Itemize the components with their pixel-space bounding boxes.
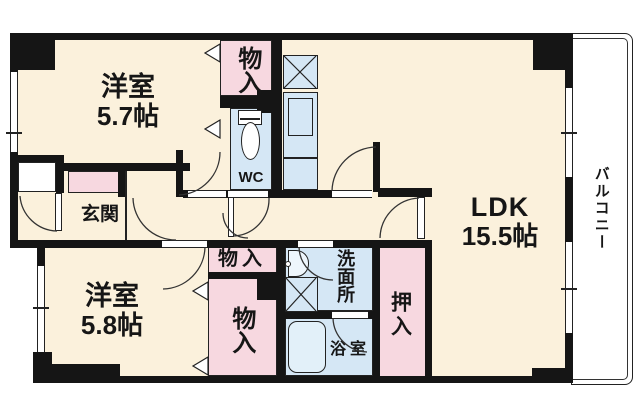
wall-closet-divider bbox=[208, 272, 277, 279]
closet-upper bbox=[220, 40, 272, 96]
wall-right-3 bbox=[565, 333, 573, 376]
room-label-yokushitsu: 浴室 bbox=[329, 341, 370, 358]
wall-porch-right bbox=[56, 155, 64, 193]
closet-label-tall: 物入 bbox=[227, 306, 255, 354]
yoshitsu2-name: 洋室 bbox=[85, 281, 139, 311]
washer-space bbox=[285, 277, 318, 312]
wall-top bbox=[10, 33, 573, 40]
door-stub-ldk bbox=[373, 142, 380, 192]
window-balcony-1 bbox=[565, 88, 573, 177]
toilet-bowl-icon bbox=[241, 122, 260, 160]
window-west-2 bbox=[37, 266, 45, 352]
door-opening-wc bbox=[228, 190, 268, 198]
door-opening-ldk-kitchen bbox=[332, 190, 372, 198]
toilet-tank-line bbox=[240, 118, 260, 120]
wall-corridor-s2 bbox=[333, 240, 432, 248]
outside-area bbox=[0, 247, 37, 392]
room-label-yoshitsu1: 洋室 5.7帖 bbox=[38, 72, 218, 131]
pillar-bottom-right bbox=[532, 368, 573, 383]
room-label-genkan: 玄関 bbox=[80, 204, 119, 225]
sink-faucet-icon bbox=[285, 261, 291, 267]
wall-left-1 bbox=[10, 40, 18, 72]
entrance-porch bbox=[18, 162, 56, 192]
door-opening-room57 bbox=[188, 190, 226, 198]
shoe-cabinet bbox=[68, 171, 122, 193]
room-label-wc: WC bbox=[238, 169, 264, 186]
wall-cabinet-right bbox=[118, 164, 126, 197]
wall-bottom bbox=[33, 376, 573, 383]
yoshitsu2-size: 5.8帖 bbox=[80, 310, 144, 341]
closet-label-upper: 物入 bbox=[233, 46, 261, 94]
wall-oshiire-west bbox=[373, 240, 380, 383]
fridge-space bbox=[283, 55, 318, 89]
wall-corridor-n2 bbox=[224, 190, 230, 198]
room-label-balcony: バルコニー bbox=[592, 166, 610, 251]
wall-room57-south bbox=[64, 163, 190, 171]
door-opening-room58 bbox=[162, 240, 207, 248]
closet-oshiire bbox=[378, 245, 427, 377]
entrance-step-line bbox=[125, 171, 127, 240]
wall-left-3 bbox=[37, 240, 45, 266]
wall-entrance-south bbox=[10, 240, 162, 248]
wall-bath-north bbox=[277, 311, 332, 319]
kitchen-sink-icon bbox=[288, 98, 313, 136]
door-opening-washroom bbox=[298, 240, 333, 248]
window-balcony-2 bbox=[565, 242, 573, 333]
door-opening-bath bbox=[332, 311, 368, 319]
balcony-rail bbox=[572, 38, 628, 380]
door-stub-room57 bbox=[176, 150, 183, 197]
wall-right-1 bbox=[565, 40, 573, 88]
bathtub-icon bbox=[288, 321, 326, 373]
entrance-door-leaf bbox=[55, 193, 62, 231]
wall-corridor-s1 bbox=[205, 240, 298, 248]
wall-right-2 bbox=[565, 177, 573, 242]
room-label-yoshitsu2: 洋室 5.8帖 bbox=[22, 281, 202, 340]
wall-corridor-n3 bbox=[268, 190, 332, 198]
wall-left-2 bbox=[10, 152, 18, 248]
wall-ldk-west bbox=[425, 240, 432, 383]
wall-porch-top bbox=[10, 155, 56, 162]
yoshitsu1-size: 5.7帖 bbox=[96, 101, 160, 132]
closet-label-oshiire: 押入 bbox=[388, 291, 412, 339]
room-label-ldk: LDK 15.5帖 bbox=[410, 192, 590, 251]
ldk-size: 15.5帖 bbox=[461, 221, 539, 252]
ldk-name: LDK bbox=[470, 192, 530, 222]
counter-divider bbox=[283, 157, 318, 159]
window-west-1 bbox=[10, 72, 18, 152]
wall-notch-lower bbox=[257, 276, 277, 300]
wc-door-leaf bbox=[228, 197, 234, 237]
room-label-senmenjo: 洗面所 bbox=[335, 249, 356, 303]
wall-corridor-n4 bbox=[378, 188, 432, 197]
yoshitsu1-name: 洋室 bbox=[101, 72, 155, 102]
closet-label-small: 物入 bbox=[218, 248, 266, 270]
wall-kitchen-west bbox=[272, 40, 282, 192]
